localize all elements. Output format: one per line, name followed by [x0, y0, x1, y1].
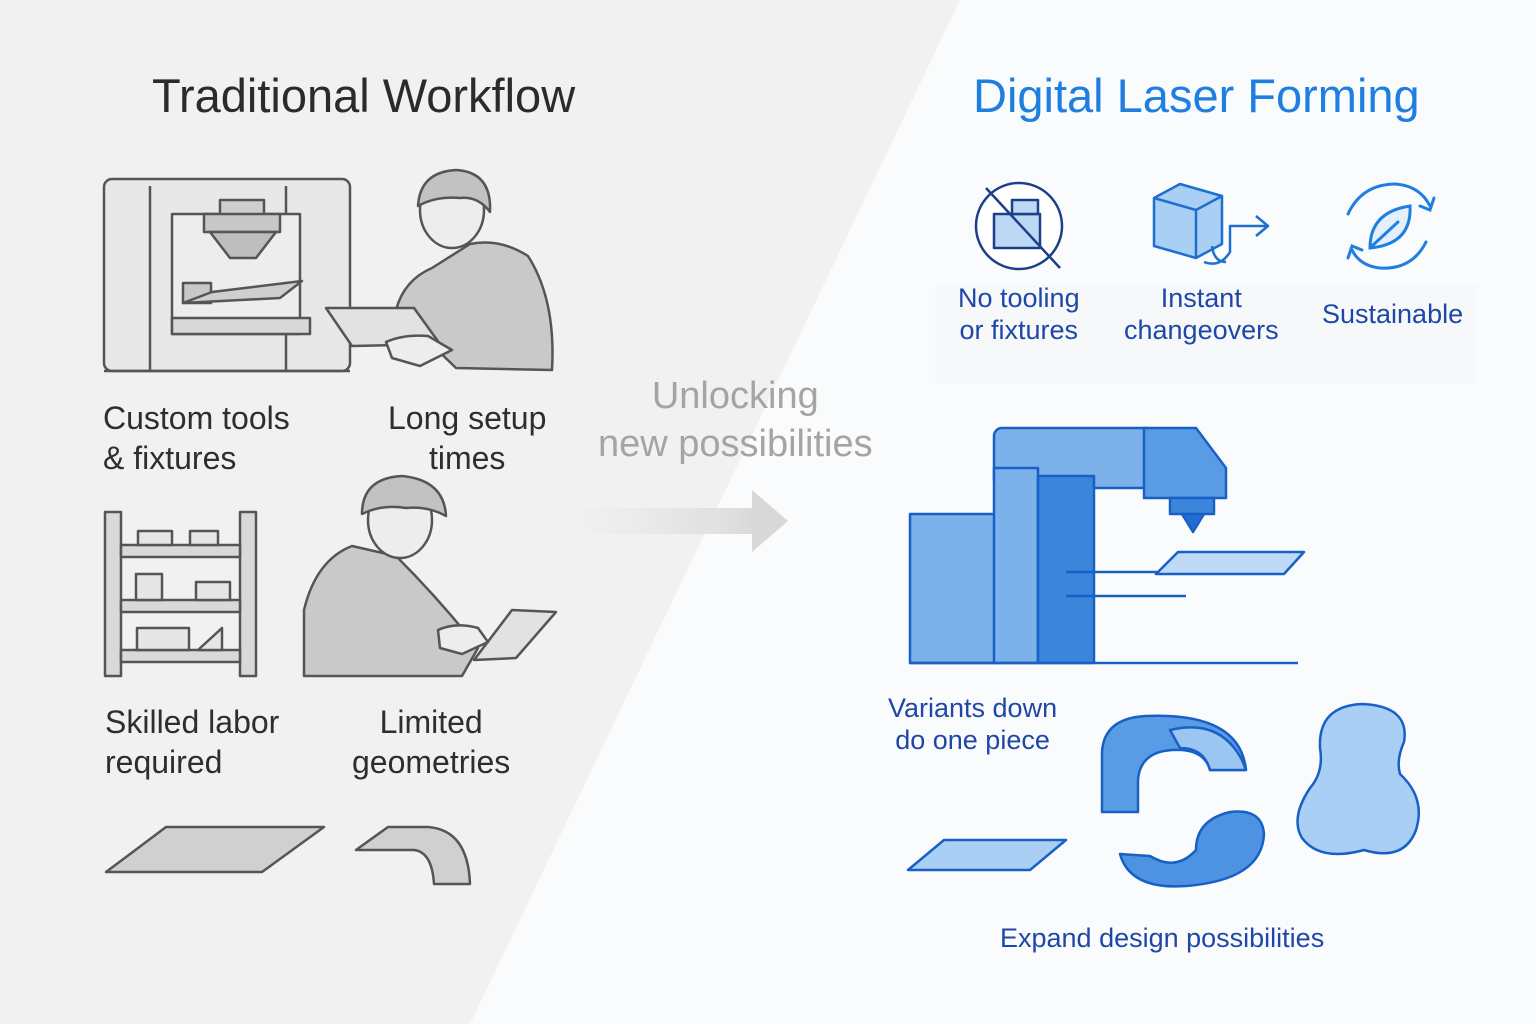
limited-geometries-label: Limited geometries	[352, 704, 511, 780]
flat-sheet-shape	[104, 825, 326, 874]
press-machine-icon	[102, 177, 352, 373]
benefits-panel	[935, 285, 1477, 383]
digital-title: Digital Laser Forming	[973, 69, 1420, 122]
no-tooling-label: No tooling or fixtures	[958, 283, 1080, 345]
shelf-icon	[103, 510, 258, 678]
sustainable-label: Sustainable	[1322, 299, 1464, 329]
freeform-blob-shape	[1296, 702, 1420, 856]
curved-sheet-shape	[1100, 714, 1266, 888]
bent-sheet-shape	[354, 825, 472, 886]
variants-label: Variants down do one piece	[888, 693, 1058, 755]
traditional-title: Traditional Workflow	[152, 69, 576, 122]
flat-blank-shape	[906, 838, 1068, 872]
no-tooling-icon	[974, 181, 1064, 271]
worker-tablet-icon	[324, 168, 554, 372]
expand-label: Expand design possibilities	[1000, 923, 1325, 953]
custom-tools-label: Custom tools & fixtures	[103, 400, 290, 476]
worker-operator-icon	[302, 474, 558, 678]
recycle-leaf-icon	[1346, 182, 1436, 270]
transition-caption: Unlocking new possibilities	[598, 375, 873, 465]
skilled-labor-label: Skilled labor required	[105, 704, 280, 780]
cube-arrow-icon	[1152, 182, 1270, 265]
instant-changeovers-label: Instant changeovers	[1124, 283, 1279, 345]
transition-arrow-icon	[560, 490, 788, 552]
laser-machine-icon	[908, 426, 1306, 665]
long-setup-label: Long setup times	[388, 400, 547, 476]
